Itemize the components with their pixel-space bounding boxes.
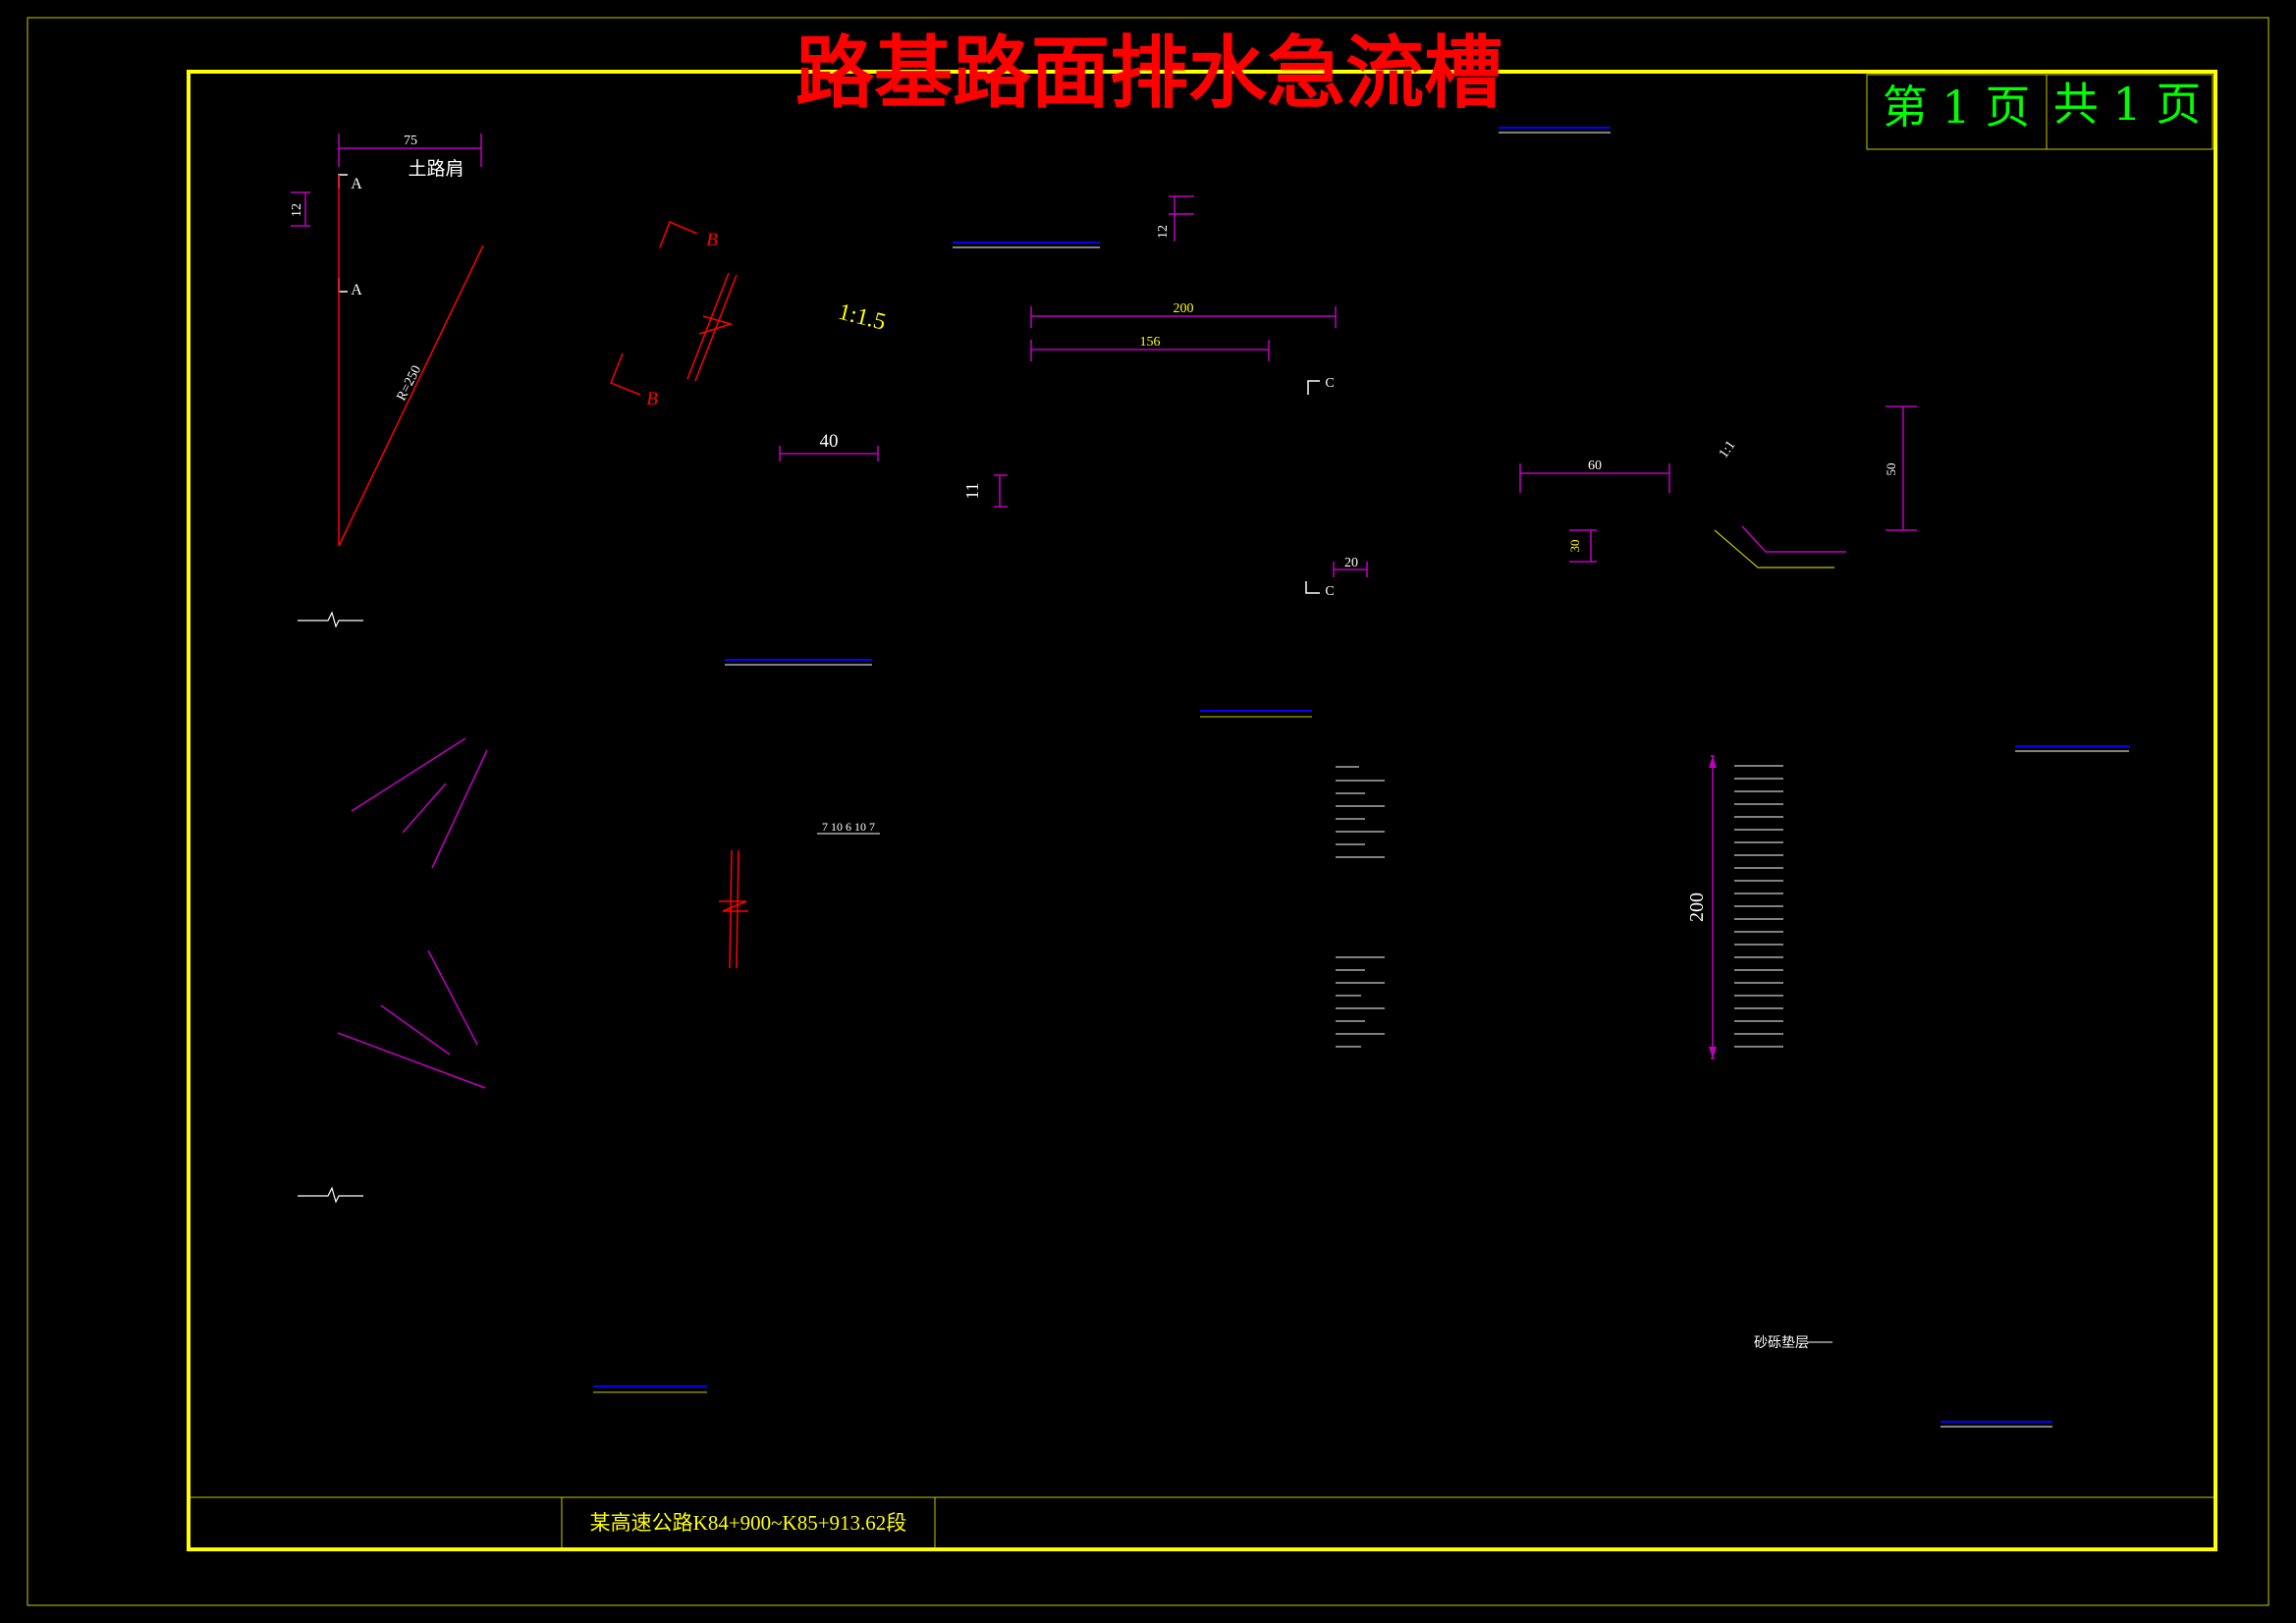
section-a-top-label: A: [351, 176, 362, 192]
dim-200-side-label: 200: [1686, 893, 1708, 922]
section-b-view: B B 1:1.5 40 11 7 10 6 10 7: [593, 221, 1100, 1393]
rebar-ladder-right: 200: [1686, 755, 1783, 1059]
project-name: 某高速公路K84+900~K85+913.62段: [590, 1511, 907, 1535]
dim-50-label: 50: [1884, 463, 1898, 476]
dim-20-label: 20: [1344, 556, 1358, 570]
dim-30-label: 30: [1567, 540, 1582, 553]
dim-75-label: 75: [404, 134, 417, 148]
dim-12-mid-label: 12: [1156, 225, 1171, 239]
dim-200-top-label: 200: [1174, 301, 1194, 316]
gravel-layer-note: 砂砾垫层: [1754, 1335, 1832, 1351]
shoulder-label: 土路肩: [408, 158, 464, 180]
dim-12-left-label: 12: [290, 203, 304, 217]
title-block: 某高速公路K84+900~K85+913.62段: [191, 1496, 2214, 1547]
outer-frame: [27, 17, 2269, 1606]
page-total: 共 1 页: [2053, 78, 2202, 131]
rebar-spacing-label: 7 10 6 10 7: [822, 820, 875, 834]
gravel-layer-label: 砂砾垫层: [1754, 1335, 1809, 1351]
left-plan-view: 75 土路肩 12 A A R=250: [290, 134, 488, 1204]
inner-frame: [187, 70, 2217, 1551]
dim-11-label: 11: [962, 482, 982, 499]
rebar-ticks-center: [1336, 766, 1385, 1048]
section-b-bottom-label: B: [646, 389, 658, 409]
dim-60-label: 60: [1588, 459, 1602, 473]
section-a-bottom-label: A: [351, 282, 362, 298]
section-c-top-label: C: [1325, 376, 1334, 391]
top-dimension-view: 12 200 156 C C 20: [1030, 127, 1611, 718]
dim-156-label: 156: [1140, 335, 1161, 350]
section-b-top-label: B: [706, 230, 718, 250]
slope-1-1-label: 1:1: [1717, 438, 1739, 460]
slope-1-1.5-label: 1:1.5: [836, 299, 889, 336]
radius-label: R=250: [395, 363, 425, 404]
right-section-view: 60 1:1 30 50: [1519, 406, 2129, 1428]
page-number-box: 第 1 页 共 1 页: [1866, 74, 2214, 150]
dim-40-label: 40: [820, 431, 839, 452]
page-current: 第 1 页: [1883, 81, 2031, 134]
drawing-title: 路基路面排水急流槽: [795, 27, 1503, 119]
section-c-bottom-label: C: [1325, 584, 1334, 599]
